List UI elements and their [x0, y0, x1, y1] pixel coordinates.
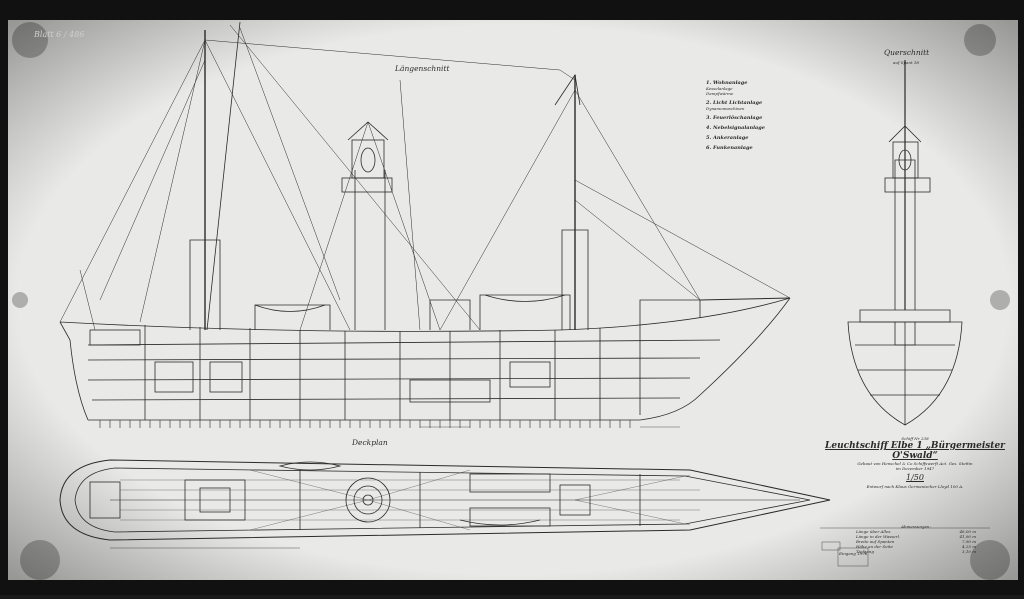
dimension-label: Höhe an der Seite — [856, 544, 893, 549]
legend-item-title: 2. Licht Lichtanlage — [706, 100, 763, 106]
legend-item-title: 3. Feuerlöschanlage — [706, 115, 763, 121]
longitudinal-hull — [59, 294, 791, 428]
legend-item-line: Kesselanlage — [706, 86, 733, 91]
dimensions-table: Abmessungen: Länge über Alles 46,00 m Lä… — [856, 524, 976, 554]
sheet-number: Blatt 6 / 486 — [34, 30, 85, 39]
masts-and-rigging — [59, 21, 791, 331]
cross-section-title: Querschnitt — [884, 48, 930, 57]
dimension-row: Länge in der Wasserl. 41,90 m — [856, 534, 976, 539]
dimension-row: Höhe an der Seite 4,25 m — [856, 544, 976, 549]
dimension-row: Breite auf Spanten 7,90 m — [856, 539, 976, 544]
dimension-row: Tiefgang 3,10 m — [856, 549, 976, 554]
scale-label: 1/50 — [906, 473, 924, 482]
dimension-value: 41,90 m — [959, 534, 976, 539]
dimension-label: Länge über Alles — [856, 529, 891, 534]
deck-plan-view — [59, 459, 831, 541]
date-line: im Dezember 1947 — [895, 466, 935, 471]
ship-number: Schiff Nr 238 — [901, 436, 929, 441]
stain-marks — [12, 22, 1010, 580]
legend-item-title: 6. Funkenanlage — [706, 145, 753, 151]
dimension-row: Länge über Alles 46,00 m — [856, 529, 976, 534]
archive-stamp: Eingang 1976 — [839, 551, 868, 556]
scale-note: Entwurf nach Klaus Germanischer Lloyd 10… — [866, 484, 964, 489]
legend-item-line: Dampfwärme — [706, 91, 734, 96]
dimension-value: 7,90 m — [962, 539, 976, 544]
builder-line: Gebaut von Henschel & Co Schiffswerft Ac… — [857, 461, 973, 466]
dimension-value: 46,00 m — [959, 529, 976, 534]
dimension-value: 3,10 m — [962, 549, 976, 554]
legend-item-title: 5. Ankeranlage — [706, 135, 749, 141]
legend: 1. Wohnanlage Kesselanlage Dampfwärme 2.… — [706, 80, 856, 151]
dimension-value: 4,25 m — [962, 544, 976, 549]
legend-item: 2. Licht Lichtanlage Dynamomaschinen — [706, 100, 856, 111]
drawing-title: Leuchtschiff Elbe 1 „Bürgermeister O'Swa… — [825, 441, 1005, 461]
dimension-label: Breite auf Spanten — [856, 539, 895, 544]
legend-item-title: 4. Nebelsignalanlage — [706, 125, 765, 131]
cross-section-scale: auf Spant 18 — [893, 60, 919, 65]
legend-item: 1. Wohnanlage Kesselanlage Dampfwärme — [706, 80, 856, 96]
cross-section-view — [847, 60, 963, 426]
dimensions-heading: Abmessungen: — [901, 524, 931, 529]
dimension-label: Tiefgang — [856, 549, 874, 554]
legend-item-title: 1. Wohnanlage — [706, 80, 748, 86]
legend-item-line: Dynamomaschinen — [706, 106, 745, 111]
longitudinal-title: Längenschnitt — [395, 64, 450, 73]
title-block: Schiff Nr 238 Leuchtschiff Elbe 1 „Bürge… — [815, 436, 1015, 489]
dimension-label: Länge in der Wasserl. — [856, 534, 901, 539]
deck-plan-title: Deckplan — [352, 438, 388, 447]
